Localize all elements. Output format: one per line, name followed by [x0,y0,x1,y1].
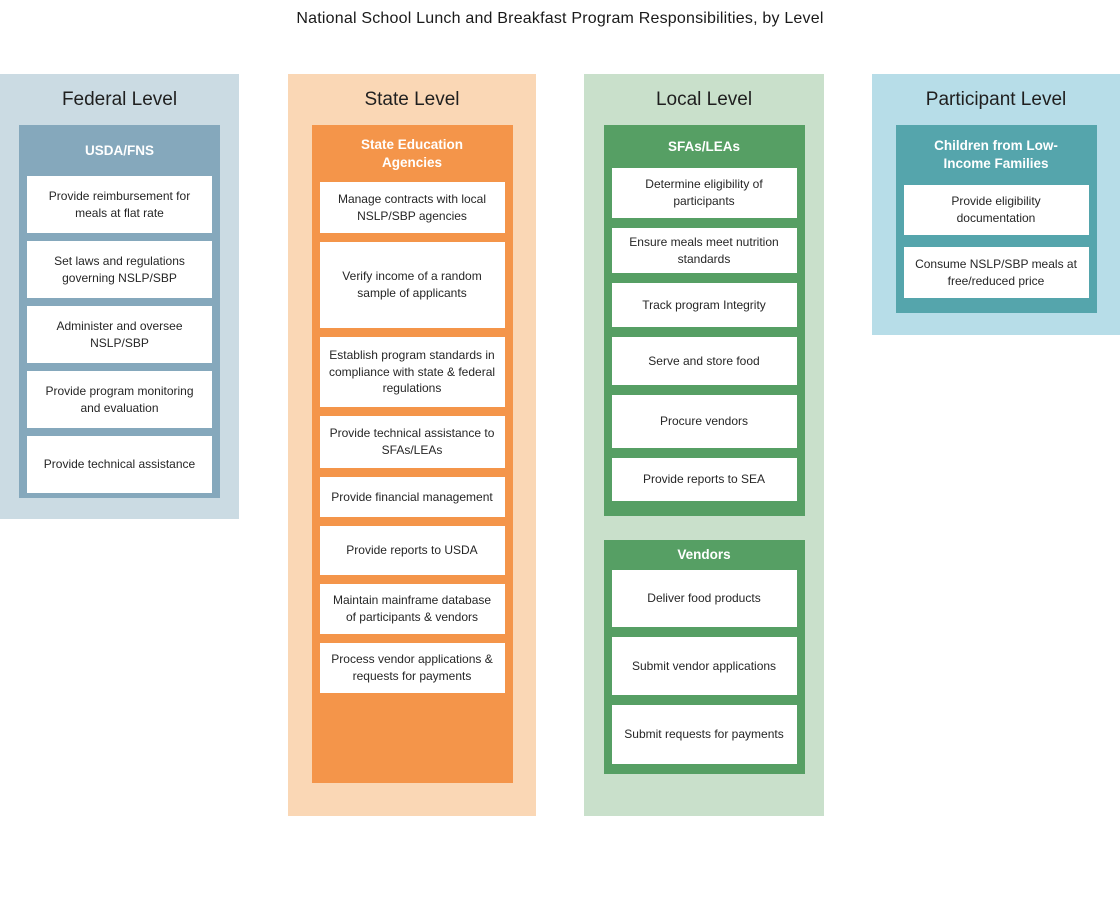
participant-level-column: Participant Level Children from Low-Inco… [872,74,1120,335]
state-task-item: Establish program standards in complianc… [319,337,505,407]
federal-task-item: Set laws and regulations governing NSLP/… [27,241,212,298]
sfas-leas-panel: SFAs/LEAs Determine eligibility of parti… [603,125,805,516]
diagram-title: National School Lunch and Breakfast Prog… [296,10,824,27]
local-task-item: Ensure meals meet nutrition standards [611,228,797,273]
state-task-item: Provide reports to USDA [319,526,505,575]
children-low-income-panel: Children from Low-Income Families Provid… [895,125,1097,313]
local-task-item: Track program Integrity [611,283,797,327]
federal-level-column: Federal Level USDA/FNS Provide reimburse… [0,74,239,519]
state-task-item: Verify income of a random sample of appl… [319,242,505,328]
vendor-task-item: Submit vendor applications [611,637,797,695]
sfas-leas-panel-title: SFAs/LEAs [604,125,805,168]
state-education-agencies-panel-title-text: State Education Agencies [360,136,463,170]
vendors-panel: Vendors Deliver food products Submit ven… [603,540,805,774]
participant-task-item: Consume NSLP/SBP meals at free/reduced p… [903,247,1089,298]
state-task-item: Provide financial management [319,477,505,517]
children-low-income-panel-title-text: Children from Low-Income Families [934,138,1058,171]
local-task-item: Provide reports to SEA [611,458,797,501]
vendor-task-item: Deliver food products [611,570,797,627]
state-level-column: State Level State Education Agencies Man… [288,74,536,816]
federal-task-item: Provide program monitoring and evaluatio… [27,371,212,428]
state-education-agencies-panel-title: State Education Agencies [312,125,513,182]
local-task-item: Procure vendors [611,395,797,448]
participant-task-item: Provide eligibility documentation [903,185,1089,235]
usda-fns-panel-title-text: USDA/FNS [84,142,154,158]
vendor-task-item: Submit requests for payments [611,705,797,764]
federal-task-item: Provide technical assistance [27,436,212,493]
state-education-agencies-panel: State Education Agencies Manage contract… [311,125,513,783]
state-task-item: Process vendor applications & requests f… [319,643,505,693]
local-level-heading: Local Level [655,88,753,110]
federal-task-item: Administer and oversee NSLP/SBP [27,306,212,363]
state-task-item: Maintain mainframe database of participa… [319,584,505,634]
usda-fns-panel-title: USDA/FNS [19,125,220,176]
state-task-item: Manage contracts with local NSLP/SBP age… [319,182,505,233]
federal-level-heading: Federal Level [61,88,178,110]
federal-task-item: Provide reimbursement for meals at flat … [27,176,212,233]
usda-fns-panel: USDA/FNS Provide reimbursement for meals… [19,125,220,498]
local-level-column: Local Level SFAs/LEAs Determine eligibil… [584,74,824,816]
children-low-income-panel-title: Children from Low-Income Families [896,125,1097,185]
local-task-item: Determine eligibility of participants [611,168,797,218]
local-task-item: Serve and store food [611,337,797,385]
sfas-leas-panel-title-text: SFAs/LEAs [667,138,741,154]
state-level-heading: State Level [364,88,460,110]
vendors-panel-title: Vendors [604,540,805,570]
participant-level-heading: Participant Level [925,88,1067,110]
vendors-panel-title-text: Vendors [677,547,731,563]
state-task-item: Provide technical assistance to SFAs/LEA… [319,416,505,468]
